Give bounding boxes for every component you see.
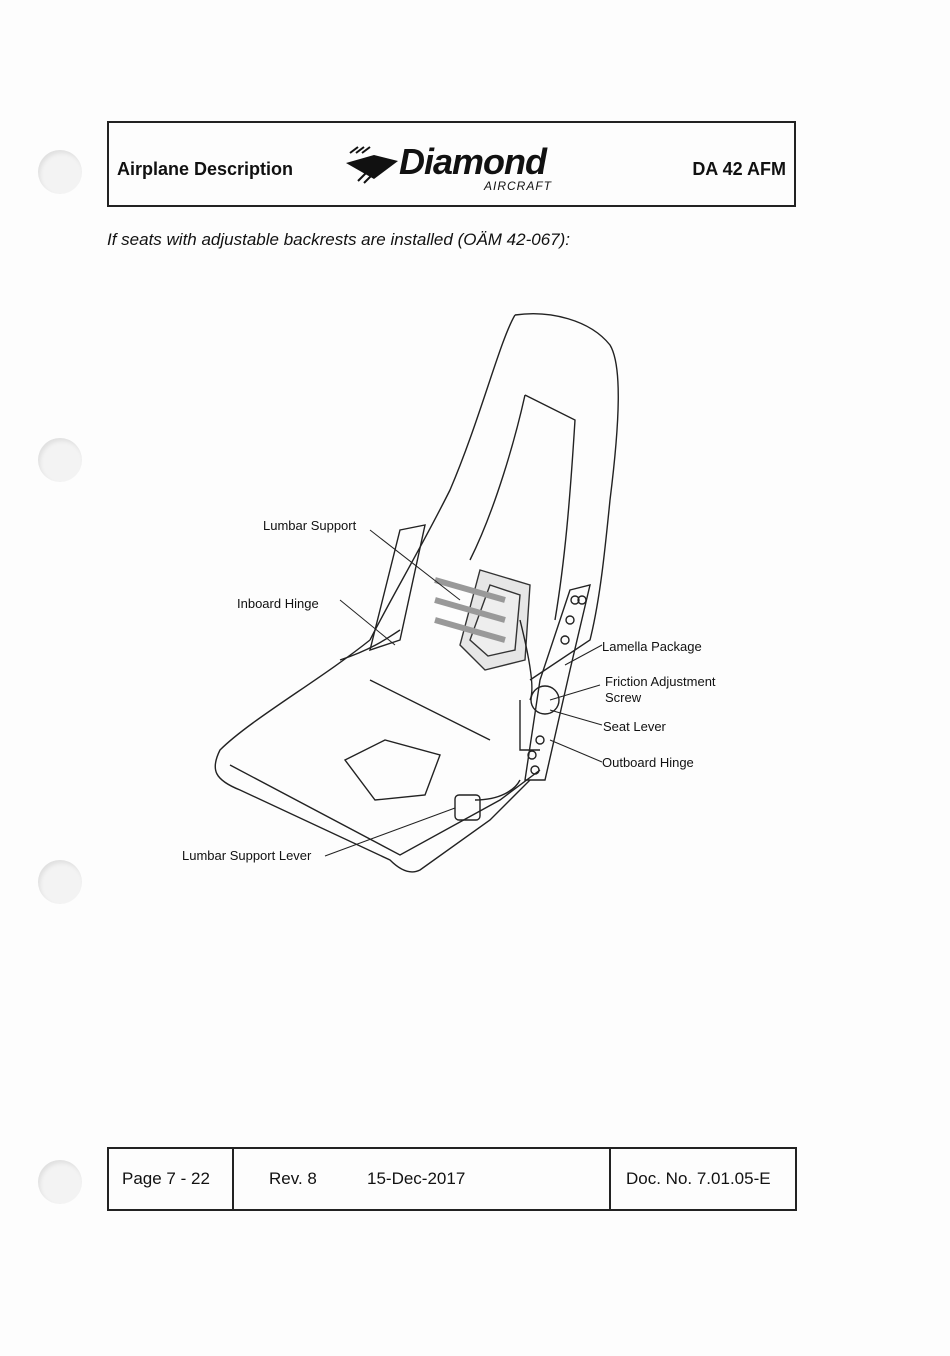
label-lumbar-support-lever: Lumbar Support Lever: [182, 848, 312, 863]
logo-subtitle: AIRCRAFT: [484, 179, 552, 193]
label-lamella-package: Lamella Package: [602, 639, 702, 654]
label-seat-lever: Seat Lever: [603, 719, 667, 734]
punch-hole: [38, 438, 82, 482]
label-friction-adjustment: Friction Adjustment: [605, 674, 716, 689]
intro-text: If seats with adjustable backrests are i…: [107, 230, 570, 250]
punch-hole: [38, 1160, 82, 1204]
backrest-inner: [525, 395, 575, 620]
cushion-plate: [345, 740, 440, 800]
seat-diagram: Lumbar Support Inboard Hinge Lamella Pac…: [170, 300, 790, 900]
diamond-logo-icon: [344, 145, 400, 185]
document-number: Doc. No. 7.01.05-E: [626, 1149, 771, 1209]
divider: [232, 1149, 234, 1209]
page-header: Airplane Description Diamond AIRCRAFT DA…: [107, 121, 796, 207]
divider: [609, 1149, 611, 1209]
logo-wordmark: Diamond: [399, 141, 546, 183]
backrest-outline: [515, 314, 618, 680]
document-title: DA 42 AFM: [692, 159, 786, 180]
label-outboard-hinge: Outboard Hinge: [602, 755, 694, 770]
hinge-plate: [525, 585, 590, 780]
diamond-logo: Diamond AIRCRAFT: [344, 141, 574, 193]
section-title: Airplane Description: [117, 159, 293, 180]
punch-hole: [38, 150, 82, 194]
label-lumbar-support: Lumbar Support: [263, 518, 357, 533]
backrest-inner: [470, 395, 525, 560]
seat-pan-outline: [230, 765, 540, 855]
page-number: Page 7 - 22: [122, 1149, 210, 1209]
label-inboard-hinge: Inboard Hinge: [237, 596, 319, 611]
seat-pan-outline: [215, 640, 530, 872]
lamella-package: [435, 570, 530, 670]
label-friction-screw: Screw: [605, 690, 642, 705]
punch-hole: [38, 860, 82, 904]
seat-pan-inner: [370, 680, 490, 740]
revision: Rev. 8: [269, 1149, 317, 1209]
revision-date: 15-Dec-2017: [367, 1149, 465, 1209]
page-footer: Page 7 - 22 Rev. 8 15-Dec-2017 Doc. No. …: [107, 1147, 797, 1211]
